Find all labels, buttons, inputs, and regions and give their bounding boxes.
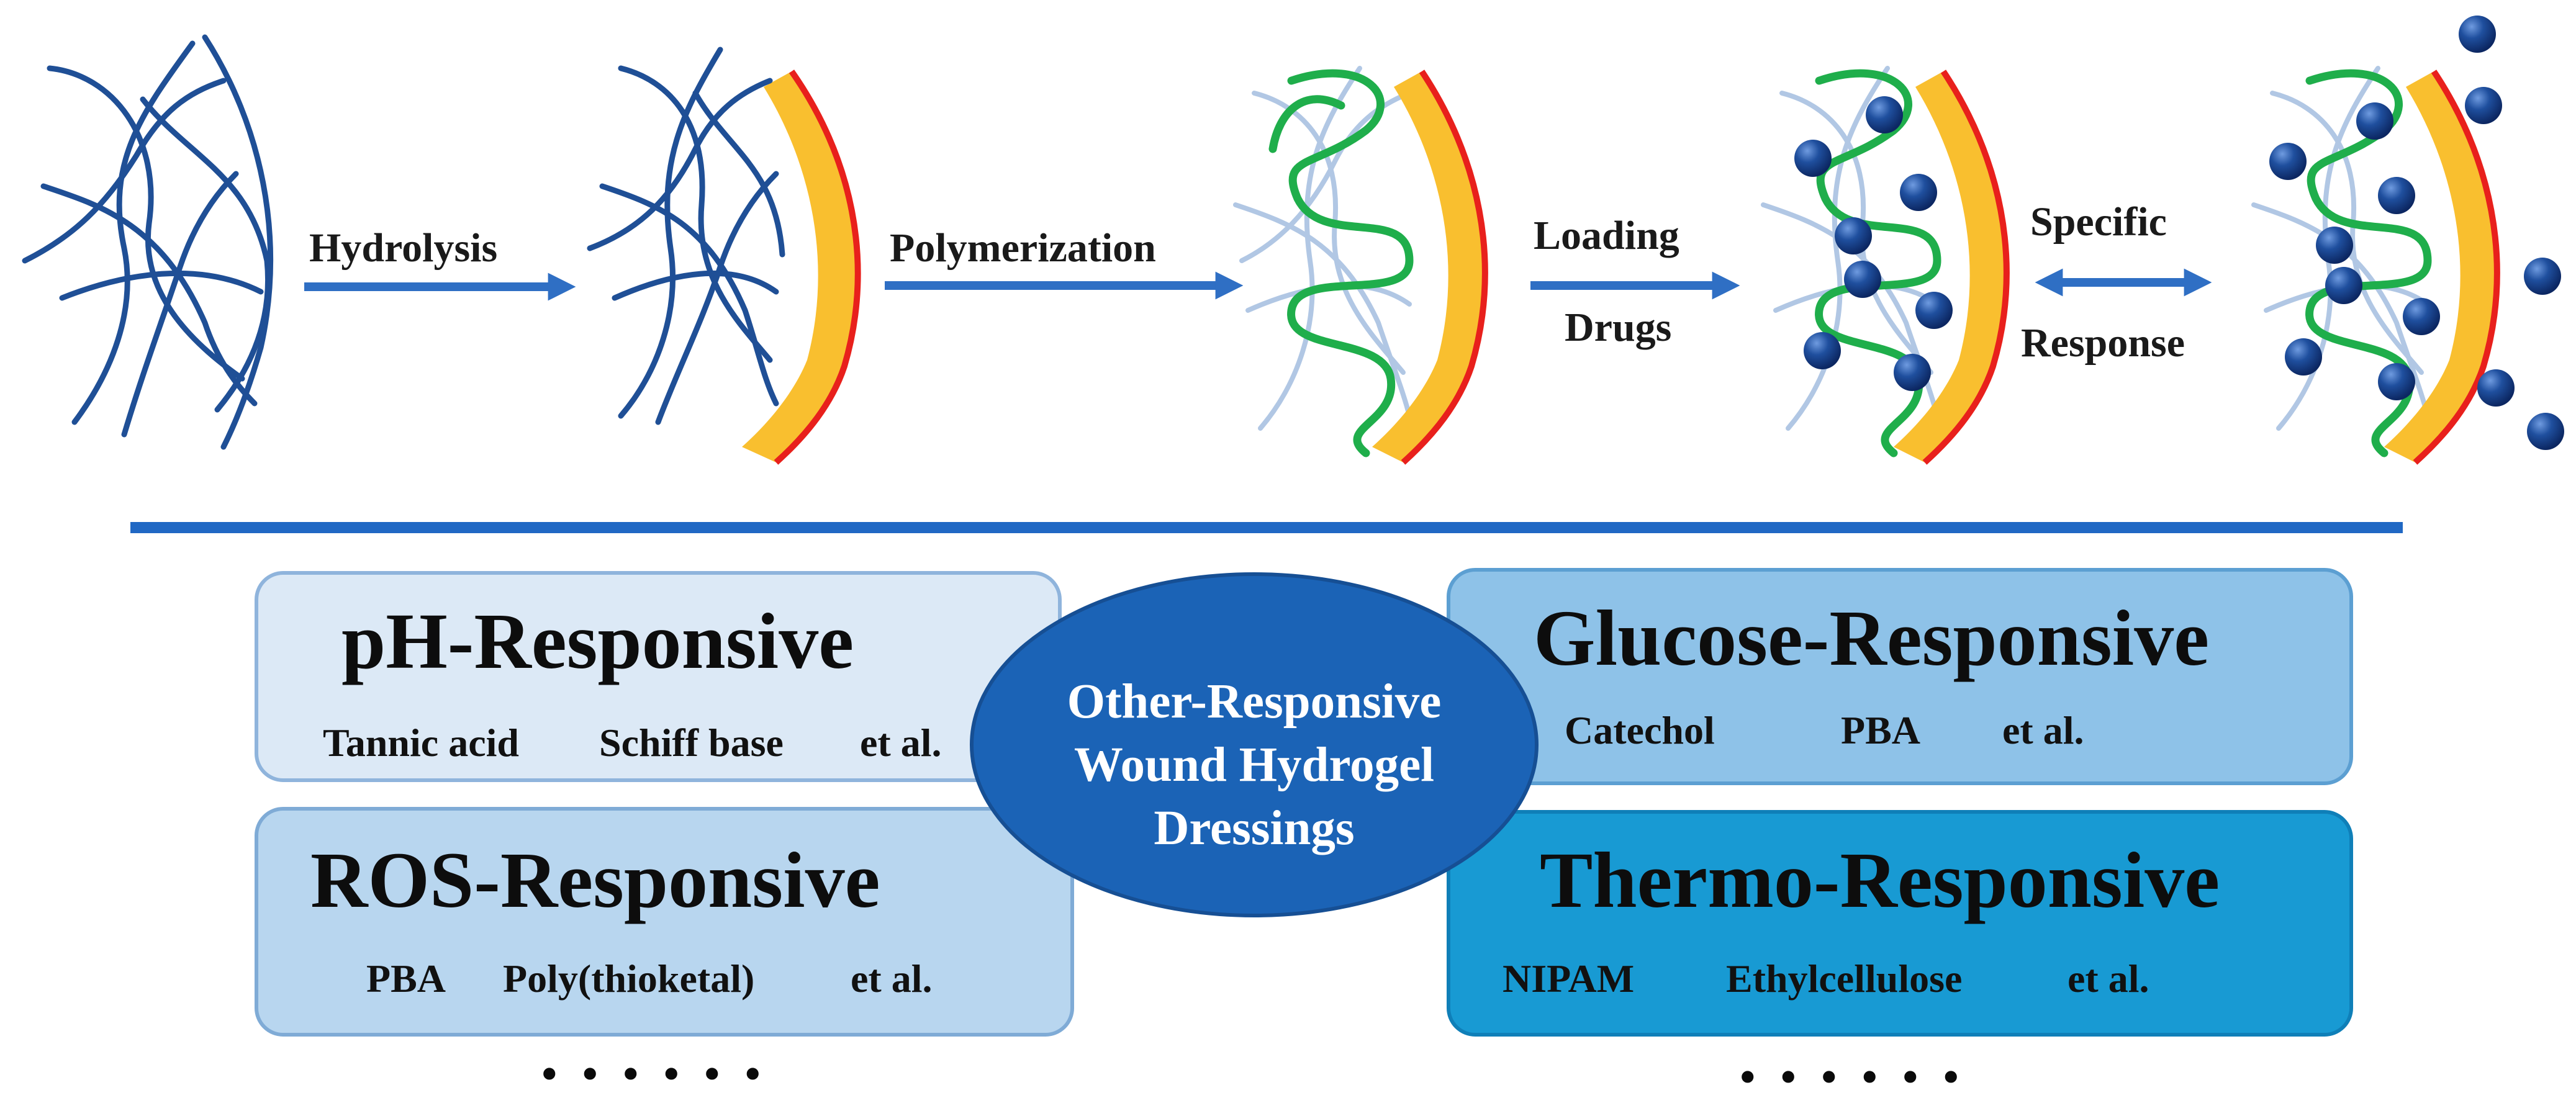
ph-item-tannic-acid: Tannic acid [323,721,519,765]
drug-particle [2325,267,2362,304]
drug-particle [2403,298,2440,335]
ros-responsive-title: ROS-Responsive [310,836,880,924]
label-loading: Loading [1534,213,1679,258]
hydrogel-polymerized [1233,66,1488,465]
drug-particle [1894,354,1931,391]
ellipsis-left: ...... [540,1014,784,1095]
drug-particle [1794,140,1832,177]
drug-particle [1900,174,1937,211]
label-specific: Specific [2030,199,2167,245]
drug-particle [2316,227,2353,264]
drug-particle [2269,143,2307,180]
drug-particle [2285,338,2322,376]
drug-particle [2527,413,2564,450]
glucose-responsive-title: Glucose-Responsive [1534,594,2209,682]
ellipsis-right: ...... [1738,1017,1982,1098]
thermo-item-ethylcellulose: Ethylcellulose [1726,956,1963,1001]
thermo-item-et-al: et al. [2068,956,2149,1001]
ros-item-pba: PBA [366,956,446,1001]
ros-item-et-al: et al. [851,956,933,1001]
ph-responsive-title: pH-Responsive [341,597,854,685]
center-ellipse [970,572,1539,917]
ros-item-poly-thioketal: Poly(thioketal) [503,956,755,1001]
glucose-item-catechol: Catechol [1565,708,1715,752]
glucose-responsive-box [1447,568,2353,785]
glucose-item-pba: PBA [1841,708,1920,752]
drug-particle [1866,96,1903,133]
fiber-network-raw [22,34,273,450]
drug-particle [2356,102,2393,140]
thermo-responsive-title: Thermo-Responsive [1540,836,2220,924]
center-line-2: Wound Hydrogel [1073,738,1435,792]
ph-responsive-box [255,571,1062,782]
label-polymerization: Polymerization [890,225,1156,271]
label-drugs: Drugs [1565,305,1672,350]
ph-item-et-al: et al. [860,721,942,765]
drug-particle [2378,177,2415,214]
glucose-item-et-al: et al. [2002,708,2084,752]
drug-particle [2477,369,2515,407]
center-label: Other-Responsive Wound Hydrogel Dressing… [969,670,1540,860]
thermo-responsive-box [1447,810,2353,1037]
drug-particle [2465,87,2502,124]
drug-particle [1835,217,1872,254]
drug-particle [2459,16,2496,53]
center-line-3: Dressings [1154,801,1355,855]
ros-responsive-box [255,807,1074,1037]
drug-particle [1844,261,1881,298]
label-hydrolysis: Hydrolysis [309,225,498,271]
drug-particle [2378,363,2415,400]
thermo-item-nipam: NIPAM [1503,956,1635,1001]
ph-item-schiff-base: Schiff base [599,721,784,765]
label-response: Response [2021,320,2185,366]
drug-particle [1915,292,1953,329]
drug-particle [1804,332,1841,369]
drug-particles [1794,16,2564,450]
fiber-network-hydrolyzed [587,47,861,465]
center-line-1: Other-Responsive [1067,675,1442,729]
drug-particle [2524,258,2561,295]
